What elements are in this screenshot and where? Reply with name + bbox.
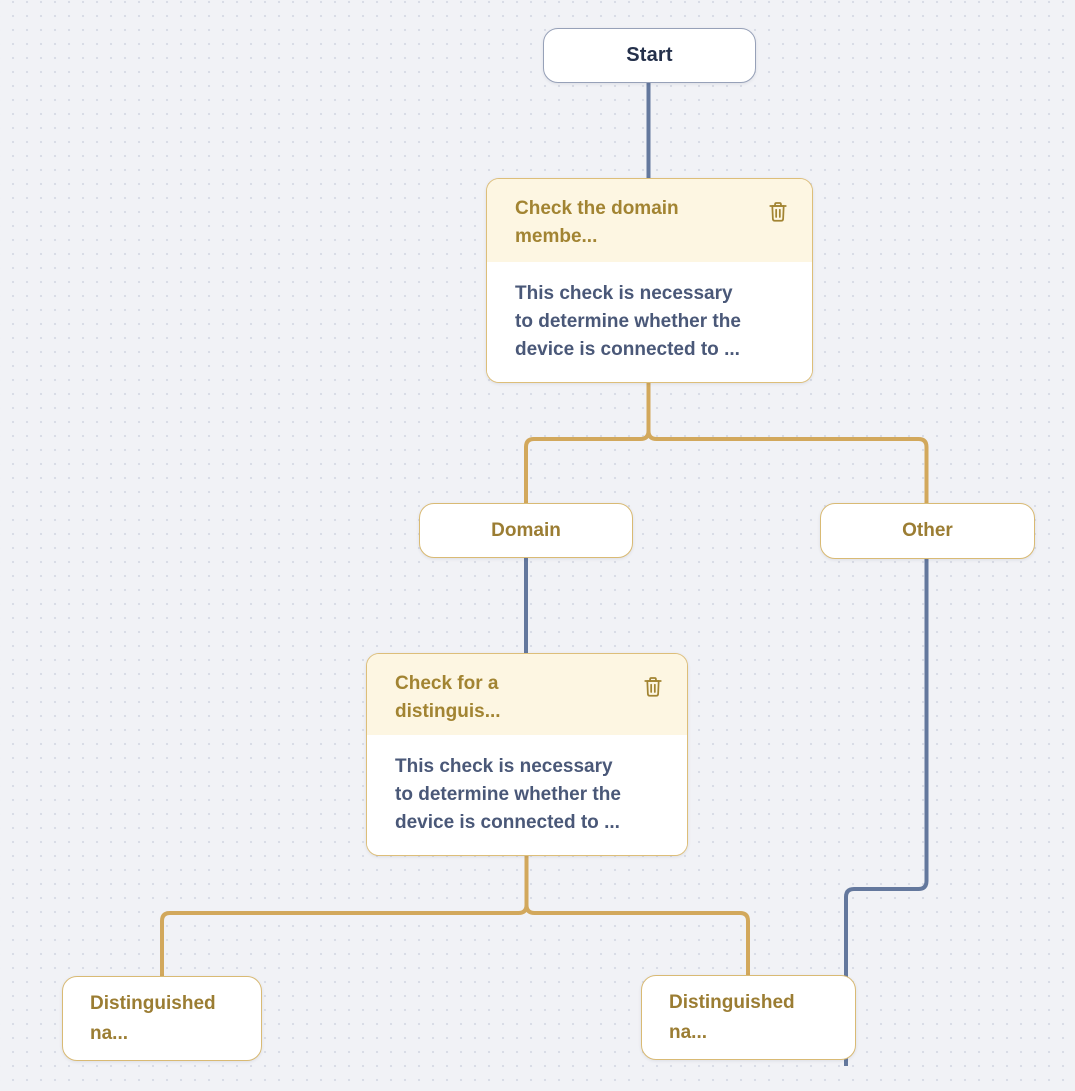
body-line: to determine whether the	[515, 311, 741, 332]
title-line: distinguis...	[395, 701, 501, 722]
start-node[interactable]: Start	[543, 28, 756, 83]
leaf-label-line: na...	[90, 1022, 129, 1044]
connector-check-domain-to-other	[646, 382, 929, 504]
body-line: device is connected to ...	[395, 812, 620, 833]
delete-node-button[interactable]	[766, 199, 790, 225]
leaf-node-distinguished-left[interactable]: Distinguished na...	[62, 976, 262, 1061]
title-line: membe...	[515, 226, 598, 247]
connector-check-domain-to-domain	[524, 382, 651, 504]
body-line: to determine whether the	[395, 784, 621, 805]
leaf-label-line: na...	[669, 1021, 708, 1043]
check-distinguished-card[interactable]: Check for a distinguis... This check is …	[366, 653, 688, 856]
title-line: Check for a	[395, 673, 499, 694]
check-domain-card[interactable]: Check the domain membe... This check is …	[486, 178, 813, 383]
check-distinguished-card-header: Check for a distinguis...	[367, 654, 687, 735]
branch-node-other[interactable]: Other	[820, 503, 1035, 559]
check-domain-card-description: This check is necessary to determine whe…	[487, 262, 812, 382]
connector-check-distinguished-to-leaf-left	[160, 856, 529, 977]
check-distinguished-card-title: Check for a distinguis...	[395, 670, 625, 726]
start-node-label: Start	[626, 44, 673, 66]
body-line: device is connected to ...	[515, 339, 740, 360]
branch-domain-label: Domain	[491, 519, 561, 541]
body-line: This check is necessary	[515, 283, 733, 304]
connector-check-distinguished-to-leaf-right	[524, 856, 750, 976]
leaf-label-line: Distinguished	[669, 991, 795, 1013]
delete-node-button[interactable]	[641, 674, 665, 700]
trash-icon	[644, 677, 662, 697]
connector-other-to-leaf-right	[844, 559, 929, 1066]
title-line: Check the domain	[515, 198, 679, 219]
branch-other-label: Other	[902, 520, 953, 541]
leaf-node-distinguished-right[interactable]: Distinguished na...	[641, 975, 856, 1060]
leaf-label-line: Distinguished	[90, 992, 216, 1014]
check-distinguished-card-description: This check is necessary to determine whe…	[367, 735, 687, 855]
trash-icon	[769, 202, 787, 222]
branch-node-domain[interactable]: Domain	[419, 503, 633, 558]
check-domain-card-header: Check the domain membe...	[487, 179, 812, 262]
check-domain-card-title: Check the domain membe...	[515, 195, 745, 251]
body-line: This check is necessary	[395, 756, 613, 777]
